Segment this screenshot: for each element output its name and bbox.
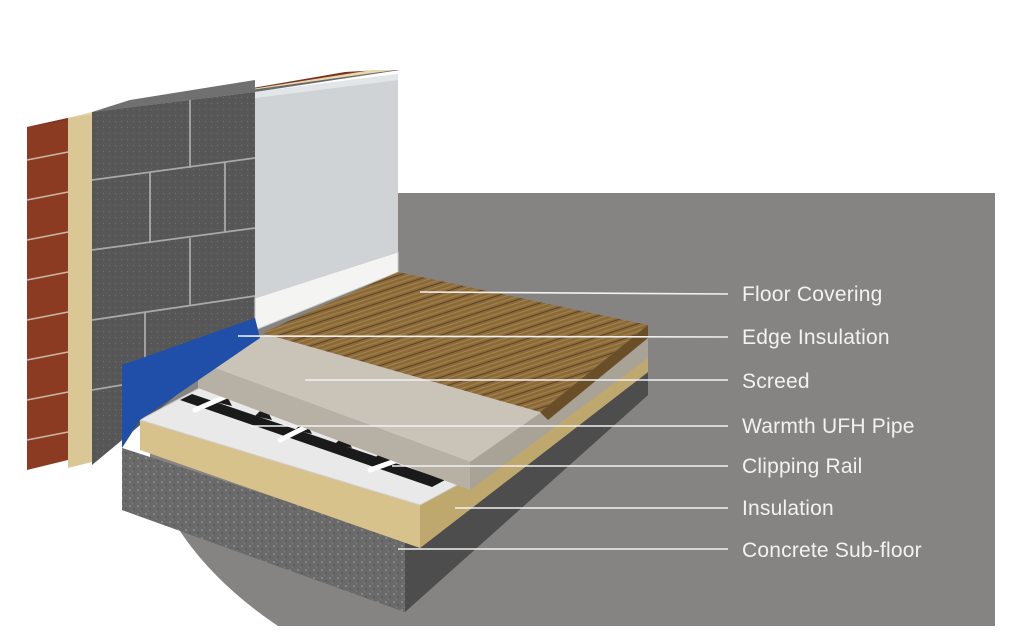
label-concrete-sub-floor: Concrete Sub-floor (742, 539, 922, 562)
leader-floor-covering (419, 291, 729, 295)
label-floor-covering: Floor Covering (742, 283, 883, 306)
floor-covering-layer (262, 272, 648, 420)
wall-insulation (68, 112, 92, 468)
label-edge-insulation: Edge Insulation (742, 326, 890, 349)
concrete-sub-floor (122, 370, 648, 612)
leader-lines (237, 291, 729, 550)
label-insulation: Insulation (742, 497, 834, 520)
wall-section (26, 70, 400, 470)
label-screed: Screed (742, 370, 810, 393)
edge-insulation-strip (122, 318, 260, 448)
label-clipping-rail: Clipping Rail (742, 455, 863, 478)
plaster-wall (255, 74, 398, 318)
label-warmth-ufh-pipe: Warmth UFH Pipe (742, 415, 915, 438)
leader-edge-insulation (237, 335, 729, 338)
floor-insulation (140, 355, 648, 548)
brick-leaf (27, 118, 68, 470)
